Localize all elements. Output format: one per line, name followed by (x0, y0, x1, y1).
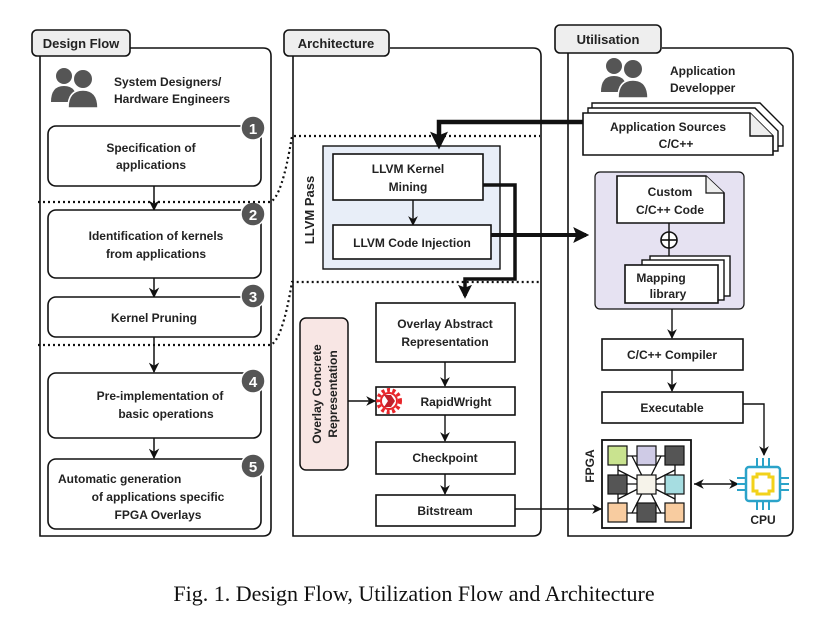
step-4[interactable]: Pre-implementation of basic operations 4 (47, 368, 266, 439)
step-3-line1: Kernel Pruning (111, 311, 197, 325)
step-5-line3: FPGA Overlays (115, 508, 202, 522)
compiler-box[interactable]: C/C++ Compiler (601, 338, 744, 371)
step-2-line2: from applications (106, 247, 206, 261)
llvm-code-injection-label: LLVM Code Injection (353, 236, 471, 250)
step-5-number: 5 (249, 459, 257, 476)
bitstream-label: Bitstream (417, 504, 472, 518)
fpga-label: FPGA (583, 449, 597, 483)
cross-panel-arrows (430, 119, 602, 514)
mapping-library-doc[interactable]: Mapping library (624, 255, 731, 304)
cpu-label: CPU (750, 513, 775, 527)
step-1-badge (240, 115, 266, 141)
overlay-concrete-box[interactable]: Overlay Concrete Representation (299, 317, 349, 471)
plus-combine-icon (660, 231, 678, 249)
mapping-library-line1: Mapping (636, 271, 685, 285)
design-flow-actor-line1: System Designers/ (114, 75, 222, 89)
custom-code-line2: C/C++ Code (636, 203, 704, 217)
developer-line2: Developper (670, 81, 736, 95)
people-icon (51, 68, 99, 109)
step-4-line1: Pre-implementation of (97, 389, 225, 403)
design-flow-title: Design Flow (43, 36, 120, 51)
architecture-panel: Architecture LLVM Pass LLVM Kernel Minin… (283, 29, 542, 537)
overlay-concrete-line1: Overlay Concrete (310, 344, 324, 444)
step-1-number: 1 (249, 121, 257, 138)
executable-label: Executable (640, 401, 704, 415)
step-4-badge (240, 368, 266, 394)
step-2-number: 2 (249, 207, 257, 224)
step-1-line1: Specification of (106, 141, 196, 155)
design-flow-actor-line2: Hardware Engineers (114, 92, 230, 106)
utilisation-title: Utilisation (577, 32, 640, 47)
custom-code-doc[interactable]: Custom C/C++ Code (616, 175, 725, 224)
cpu-icon[interactable] (737, 458, 789, 510)
overlay-concrete-line2: Representation (326, 350, 340, 437)
step-5-line2: of applications specific (92, 490, 225, 504)
step-4-number: 4 (249, 374, 258, 391)
step-4-line2: basic operations (118, 407, 214, 421)
checkpoint-box[interactable]: Checkpoint (375, 441, 516, 475)
llvm-pass-label: LLVM Pass (302, 176, 317, 244)
step-1[interactable]: Specification of applications 1 (47, 115, 266, 187)
llvm-kernel-mining-line1: LLVM Kernel (372, 162, 444, 176)
application-sources-doc[interactable]: Application Sources C/C++ (582, 102, 784, 156)
llvm-kernel-mining-box[interactable]: LLVM Kernel Mining (332, 153, 484, 201)
executable-box[interactable]: Executable (601, 391, 744, 424)
step-5-line1: Automatic generation (58, 472, 181, 486)
rapidwright-label: RapidWright (420, 395, 491, 409)
step-1-line2: applications (116, 158, 186, 172)
architecture-title: Architecture (298, 36, 375, 51)
overlay-abstract-line2: Representation (401, 335, 488, 349)
utilisation-tab[interactable] (554, 24, 662, 54)
architecture-tab[interactable] (283, 29, 390, 57)
overlay-abstract-line1: Overlay Abstract (397, 317, 493, 331)
step-2-line1: Identification of kernels (89, 229, 224, 243)
rapidwright-gear-icon (376, 388, 402, 414)
llvm-kernel-mining-line2: Mining (389, 180, 428, 194)
application-sources-line1: Application Sources (610, 120, 726, 134)
developer-people-icon (601, 58, 649, 99)
overlay-abstract-box[interactable]: Overlay Abstract Representation (375, 302, 516, 363)
step-3[interactable]: Kernel Pruning 3 (47, 283, 266, 338)
design-flow-tab[interactable] (31, 29, 131, 57)
step-5[interactable]: Automatic generation of applications spe… (47, 453, 266, 530)
utilisation-panel: Utilisation Application Developper Appli… (554, 24, 794, 537)
mapping-library-line2: library (650, 287, 687, 301)
dotted-connectors (38, 134, 540, 347)
step-3-number: 3 (249, 289, 257, 306)
bitstream-box[interactable]: Bitstream (375, 494, 516, 527)
rapidwright-box[interactable]: RapidWright (375, 386, 516, 416)
step-5-badge (240, 453, 266, 479)
figure-caption: Fig. 1. Design Flow, Utilization Flow an… (173, 581, 654, 606)
step-2[interactable]: Identification of kernels from applicati… (47, 201, 266, 279)
step-3-badge (240, 283, 266, 309)
fpga-icon[interactable] (601, 439, 692, 529)
llvm-code-injection-box[interactable]: LLVM Code Injection (332, 224, 492, 260)
application-sources-line2: C/C++ (659, 137, 694, 151)
developer-line1: Application (670, 64, 735, 78)
compiler-label: C/C++ Compiler (627, 348, 717, 362)
custom-code-line1: Custom (648, 185, 693, 199)
design-flow-panel: Design Flow System Designers/ Hardware E… (31, 29, 272, 537)
checkpoint-label: Checkpoint (412, 451, 477, 465)
